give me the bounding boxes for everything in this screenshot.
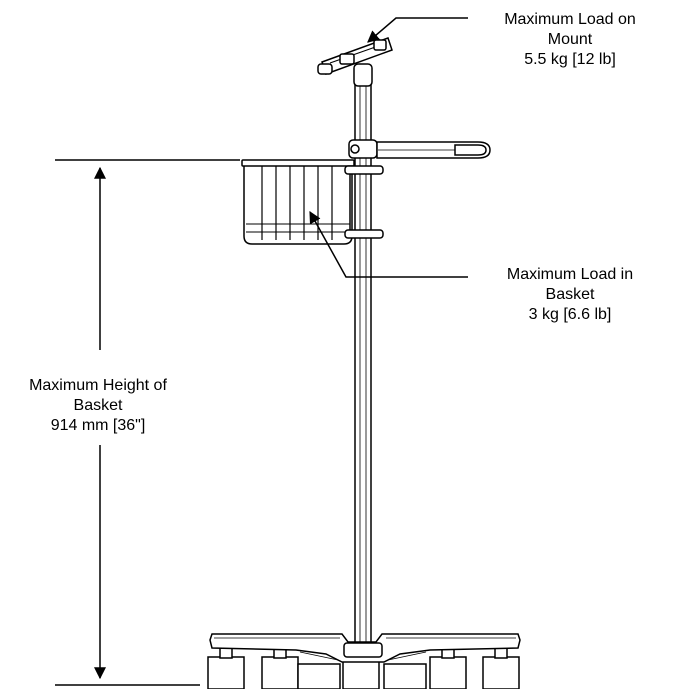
basket-height-value: 914 mm [36"]: [50, 417, 146, 434]
mount-load-line1: Maximum Load on: [504, 11, 636, 28]
basket-height-line1: Maximum Height of: [29, 377, 167, 394]
basket-load-line1: Maximum Load in: [506, 266, 634, 283]
basket-height-line2: Basket: [73, 397, 123, 414]
basket-leader-arrow: [309, 210, 468, 278]
basket-load-value: 3 kg [6.6 lb]: [528, 306, 612, 323]
mount-load-label: Maximum Load on Mount 5.5 kg [12 lb]: [470, 10, 670, 70]
basket-load-line2: Basket: [545, 286, 595, 303]
mount-leader-arrow: [367, 17, 468, 43]
basket-load-label: Maximum Load in Basket 3 kg [6.6 lb]: [470, 265, 670, 325]
basket: [241, 159, 384, 245]
basket-height-label: Maximum Height of Basket 914 mm [36"]: [0, 376, 196, 436]
height-dimension: [55, 159, 240, 686]
mount-load-line2: Mount: [547, 31, 593, 48]
side-arm: [348, 139, 491, 159]
top-mount: [317, 37, 393, 87]
base: [207, 633, 521, 689]
mount-load-value: 5.5 kg [12 lb]: [524, 51, 616, 68]
leader-arrows: [309, 17, 468, 278]
